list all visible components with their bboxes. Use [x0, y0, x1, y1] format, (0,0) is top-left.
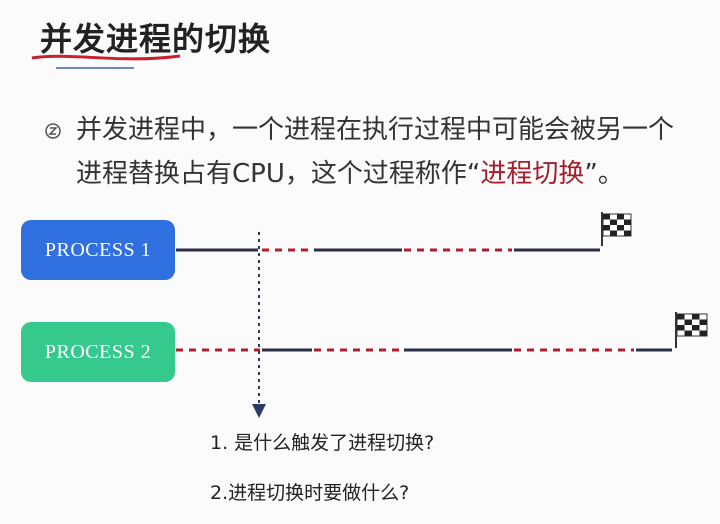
- switch-arrow-head: [252, 404, 266, 418]
- process-2-box: PROCESS 2: [21, 322, 175, 382]
- intro-paragraph: 并发进程中，一个进程在执行过程中可能会被另一个 进程替换占有CPU，这个过程称作…: [76, 108, 706, 196]
- finish-flag-icon-1: [601, 212, 632, 246]
- question-1: 1. 是什么触发了进程切换?: [210, 432, 435, 454]
- finish-flag-icon-2: [675, 312, 708, 348]
- title-underline: [31, 54, 181, 69]
- intro-line-2: 进程替换占有CPU，这个过程称作“进程切换”。: [76, 159, 624, 189]
- intro-line-1: 并发进程中，一个进程在执行过程中可能会被另一个: [76, 115, 675, 145]
- bullet-icon: [45, 123, 61, 139]
- page-title: 并发进程的切换: [40, 20, 272, 58]
- process-1-box: PROCESS 1: [21, 220, 175, 280]
- question-2: 2.进程切换时要做什么?: [210, 482, 410, 504]
- highlight-term: 进程切换: [480, 159, 585, 189]
